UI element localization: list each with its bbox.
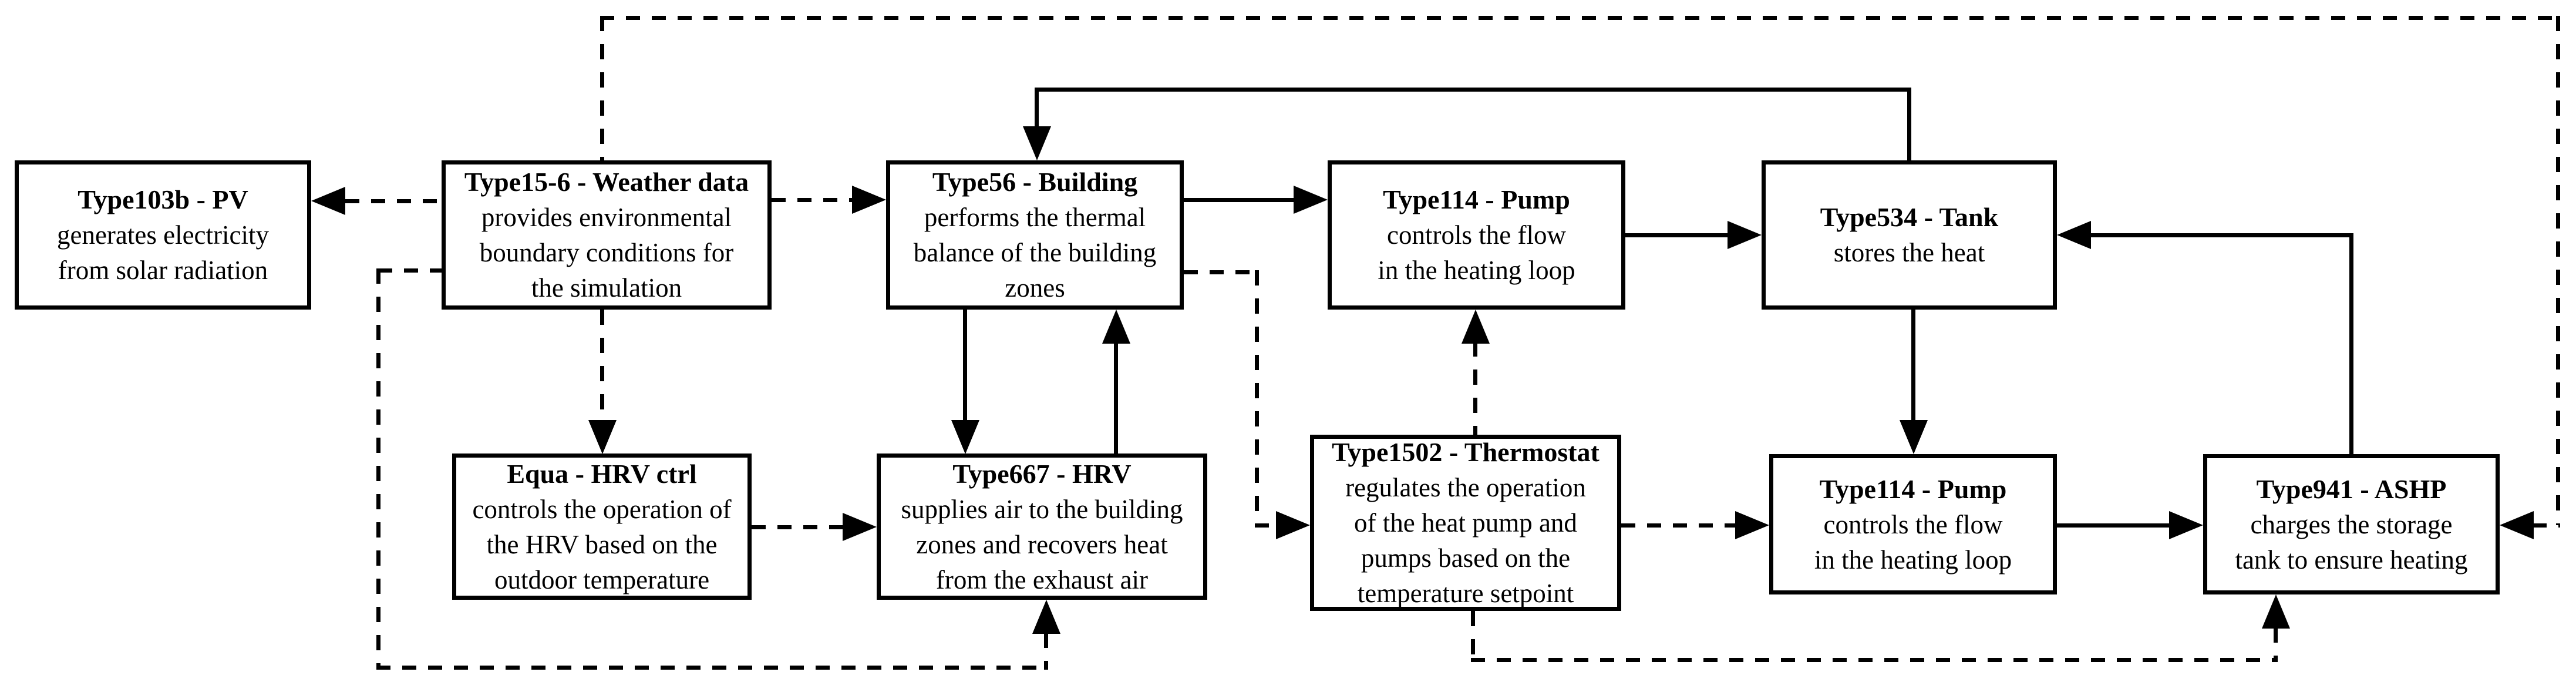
- edge-tank-to-building-line-vertical-left: [1035, 88, 1039, 129]
- edge-weather-to-equa-arrowhead: [588, 420, 617, 454]
- node-building-title: Type56 - Building: [932, 167, 1138, 197]
- edge-pump-bottom-to-ashp-arrowhead: [2169, 511, 2203, 539]
- node-equa-description: controls the operation of the HRV based …: [472, 494, 732, 594]
- edge-thermostat-to-ashp-line-vertical-left: [1471, 611, 1475, 662]
- edge-tank-to-pump-bottom-line: [1911, 310, 1915, 422]
- node-weather: Type15-6 - Weather data provides environ…: [442, 160, 772, 310]
- node-pump-bottom-title: Type114 - Pump: [1819, 473, 2007, 504]
- edge-weather-to-hrv-line-vertical-left: [376, 268, 380, 670]
- edge-weather-to-hrv-line-horizontal-top: [378, 268, 442, 273]
- edge-equa-to-hrv-arrowhead: [843, 513, 877, 541]
- edge-building-to-hrv-arrowhead: [951, 420, 979, 454]
- edge-weather-to-ashp-line-vertical-left: [600, 16, 604, 160]
- edge-pump-top-to-tank-arrowhead: [1728, 221, 1762, 249]
- node-equa-title: Equa - HRV ctrl: [507, 458, 697, 489]
- node-pump-top-description: controls the flow in the heating loop: [1378, 220, 1575, 285]
- node-ashp-title: Type941 - ASHP: [2256, 473, 2447, 504]
- edge-tank-to-building-arrowhead: [1023, 126, 1051, 160]
- edge-weather-to-ashp-arrowhead: [2500, 511, 2534, 539]
- node-hrv-description: supplies air to the building zones and r…: [901, 494, 1183, 594]
- edge-weather-to-ashp-line-horizontal-top: [600, 16, 2560, 20]
- edge-thermostat-to-ashp-line-horizontal: [1471, 658, 2277, 662]
- edge-building-to-hrv-line: [963, 310, 967, 422]
- edge-ashp-to-tank-line-vertical: [2349, 233, 2353, 454]
- edge-weather-to-ashp-line-horizontal-bottom: [2533, 523, 2560, 528]
- edge-hrv-to-building-line: [1114, 341, 1118, 454]
- node-pump-bottom-description: controls the flow in the heating loop: [1814, 509, 2012, 575]
- edge-weather-to-equa-line: [600, 310, 604, 422]
- edge-tank-to-pump-bottom-arrowhead: [1900, 420, 1928, 454]
- node-pump-top-title: Type114 - Pump: [1383, 184, 1570, 214]
- edge-hrv-to-building-arrowhead: [1102, 310, 1130, 344]
- node-building-description: performs the thermal balance of the buil…: [913, 203, 1157, 303]
- edge-building-to-thermostat-line-vertical: [1255, 270, 1259, 525]
- edge-building-to-thermostat-line-horizontal-top: [1184, 270, 1258, 274]
- node-ashp: Type941 - ASHP charges the storage tank …: [2203, 454, 2500, 594]
- node-tank: Type534 - Tank stores the heat: [1762, 160, 2057, 310]
- node-thermostat-title: Type1502 - Thermostat: [1332, 437, 1600, 467]
- node-hrv: Type667 - HRV supplies air to the buildi…: [877, 454, 1207, 600]
- node-thermostat: Type1502 - Thermostat regulates the oper…: [1310, 435, 1621, 611]
- edge-tank-to-building-line-horizontal: [1035, 88, 1911, 92]
- edge-weather-to-pv-line: [345, 199, 442, 203]
- edge-pump-bottom-to-ashp-line: [2057, 523, 2171, 528]
- edge-building-to-pump-top-line: [1184, 198, 1295, 202]
- edge-pump-top-to-tank-line: [1625, 233, 1729, 237]
- edge-weather-to-hrv-arrowhead: [1032, 600, 1060, 634]
- node-pump-bottom: Type114 - Pump controls the flow in the …: [1769, 454, 2057, 594]
- node-building: Type56 - Building performs the thermal b…: [886, 160, 1184, 310]
- node-weather-description: provides environmental boundary conditio…: [479, 203, 734, 303]
- node-pump-top: Type114 - Pump controls the flow in the …: [1328, 160, 1625, 310]
- node-pv-description: generates electricity from solar radiati…: [56, 220, 270, 285]
- node-pv: Type103b - PV generates electricity from…: [15, 160, 311, 310]
- node-equa: Equa - HRV ctrl controls the operation o…: [452, 454, 752, 600]
- edge-building-to-thermostat-line-horizontal-bottom: [1255, 523, 1277, 528]
- node-tank-title: Type534 - Tank: [1820, 202, 1999, 232]
- edge-thermostat-to-ashp-arrowhead: [2262, 594, 2290, 629]
- edge-tank-to-building-line-vertical-right: [1907, 88, 1911, 160]
- edge-thermostat-to-ashp-line-vertical-right: [2274, 627, 2278, 662]
- edge-weather-to-hrv-line-vertical-right: [1044, 633, 1048, 670]
- edge-thermostat-to-pump-bottom-line: [1621, 523, 1736, 528]
- node-hrv-title: Type667 - HRV: [952, 458, 1132, 489]
- edge-weather-to-pv-arrowhead: [311, 187, 345, 215]
- edge-weather-to-building-arrowhead: [852, 186, 886, 214]
- edge-ashp-to-tank-arrowhead: [2057, 221, 2091, 249]
- edge-weather-to-hrv-line-horizontal-bottom: [376, 666, 1048, 670]
- edge-weather-to-building-line: [772, 198, 854, 202]
- edge-ashp-to-tank-line-horizontal: [2090, 233, 2353, 237]
- edge-thermostat-to-pump-top-line: [1473, 341, 1477, 435]
- node-weather-title: Type15-6 - Weather data: [464, 167, 749, 197]
- edge-thermostat-to-pump-top-arrowhead: [1462, 310, 1490, 344]
- edge-equa-to-hrv-line: [752, 525, 844, 529]
- edge-building-to-thermostat-arrowhead: [1276, 511, 1310, 539]
- node-tank-description: stores the heat: [1833, 238, 1985, 267]
- edge-thermostat-to-pump-bottom-arrowhead: [1735, 511, 1769, 539]
- edge-building-to-pump-top-arrowhead: [1294, 186, 1328, 214]
- node-pv-title: Type103b - PV: [78, 184, 248, 214]
- edge-weather-to-ashp-line-vertical-right: [2556, 16, 2560, 525]
- node-thermostat-description: regulates the operation of the heat pump…: [1345, 473, 1586, 608]
- node-ashp-description: charges the storage tank to ensure heati…: [2235, 509, 2468, 575]
